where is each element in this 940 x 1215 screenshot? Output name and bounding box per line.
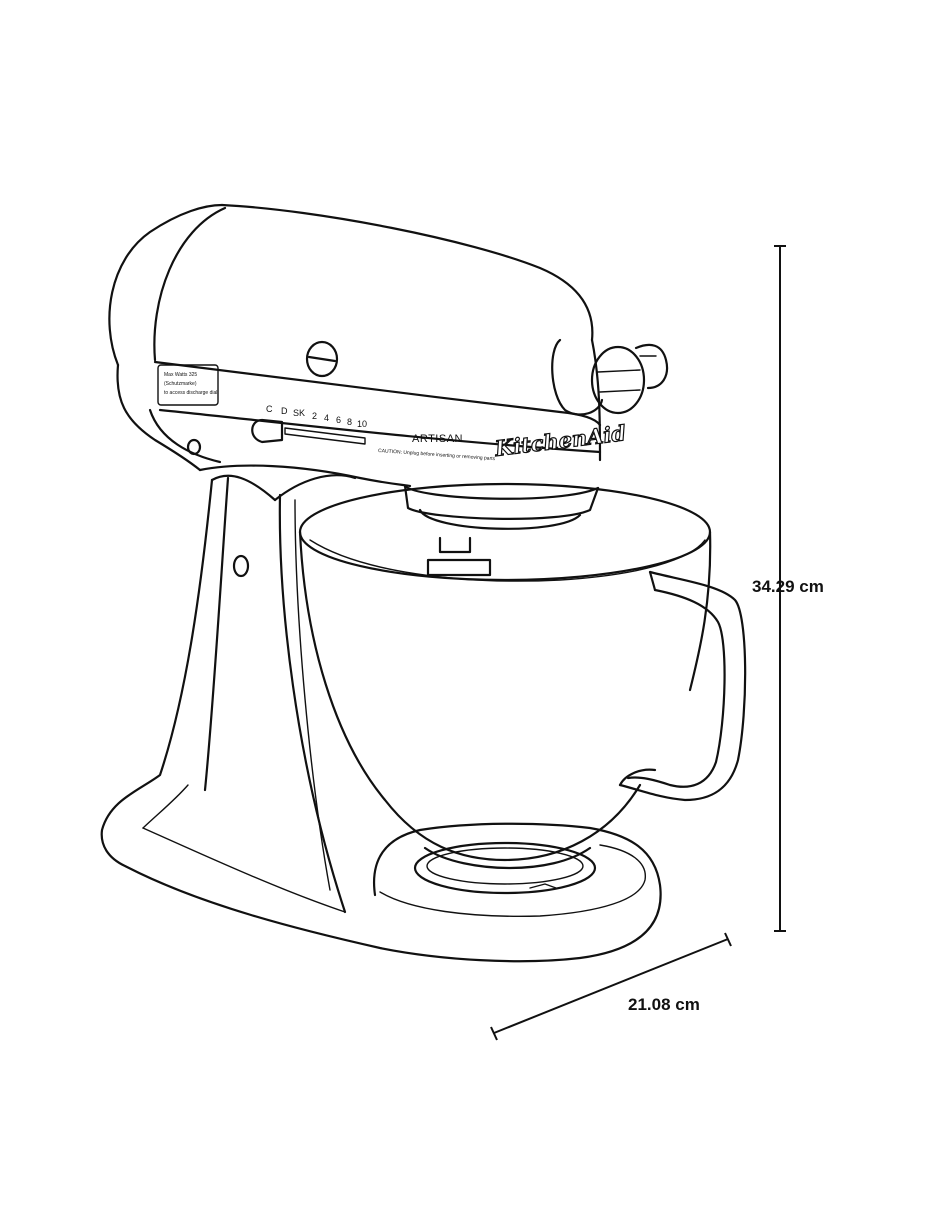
- speed-lever[interactable]: [251, 418, 284, 444]
- mixing-bowl: [298, 482, 747, 870]
- hub-cover: [590, 345, 646, 415]
- speed-control-panel: Max Watts 325 (Schutzmarke) to access di…: [157, 364, 628, 462]
- panel-text-1: Max Watts 325: [164, 372, 197, 378]
- height-dimension: 34.29 cm: [752, 245, 824, 932]
- brand-logo: KitchenAid: [493, 420, 628, 461]
- planetary-shaft: [403, 484, 600, 577]
- speed-label-c: C: [266, 404, 273, 414]
- speed-label-8: 8: [347, 417, 352, 427]
- model-label: ARTISAN: [412, 433, 463, 445]
- mixer-pedestal: [203, 474, 357, 914]
- depth-dimension: 21.08 cm: [490, 932, 732, 1041]
- height-label: 34.29 cm: [752, 577, 824, 596]
- pedestal-hole-icon: [232, 554, 250, 578]
- speed-slot: [284, 427, 366, 445]
- depth-dimension-cap-left: [490, 1026, 498, 1041]
- panel-text-2: (Schutzmarke): [164, 381, 197, 387]
- speed-label-6: 6: [336, 415, 341, 425]
- speed-label-sk: SK: [293, 408, 305, 418]
- depth-dimension-line: [493, 938, 729, 1034]
- speed-label-10: 10: [357, 419, 367, 429]
- speed-label-2: 2: [312, 411, 317, 421]
- speed-label-4: 4: [324, 413, 329, 423]
- mixer-base: [100, 478, 662, 963]
- attachment-hub: [551, 338, 669, 416]
- depth-label: 21.08 cm: [628, 995, 700, 1014]
- side-hole-icon: [186, 438, 202, 456]
- depth-dimension-cap-right: [724, 932, 732, 947]
- head-screw-icon: [305, 340, 339, 378]
- speed-label-d: D: [281, 406, 288, 416]
- caution-strip-text: CAUTION: Unplug before inserting or remo…: [378, 448, 496, 462]
- panel-text-3: to access discharge dial: [164, 390, 217, 396]
- mixer-head: [108, 203, 602, 488]
